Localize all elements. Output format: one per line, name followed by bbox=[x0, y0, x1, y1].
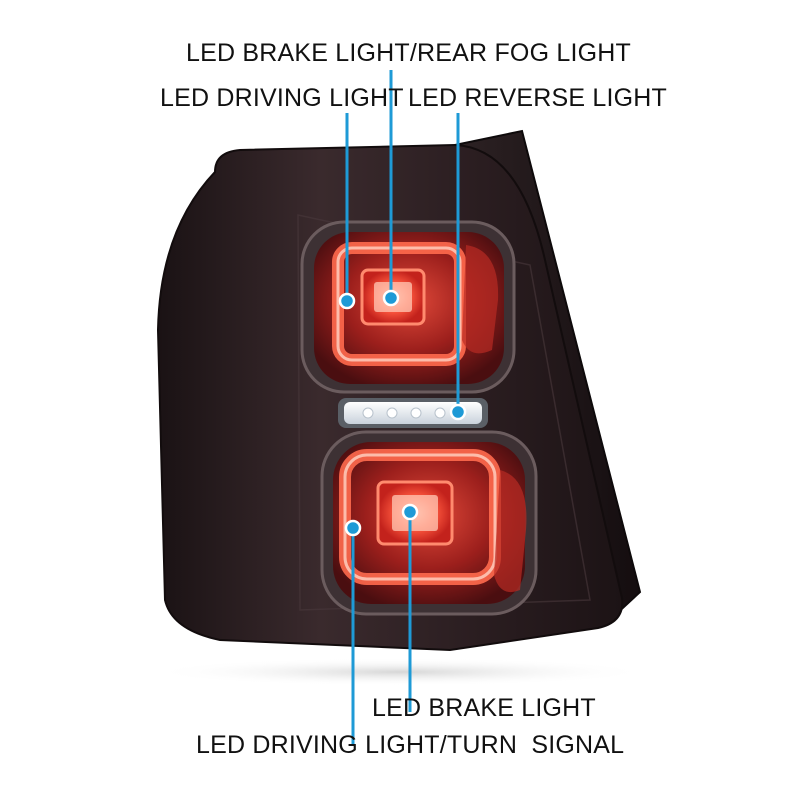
label-led-driving-turn-signal: LED DRIVING LIGHT/TURN SIGNAL bbox=[196, 731, 625, 759]
callout-dot-driving bbox=[338, 292, 356, 310]
label-led-brake-fog-light: LED BRAKE LIGHT/REAR FOG LIGHT bbox=[186, 39, 631, 67]
label-led-brake-light: LED BRAKE LIGHT bbox=[372, 694, 596, 722]
callout-dot-reverse bbox=[449, 403, 467, 421]
label-led-driving-light: LED DRIVING LIGHT bbox=[160, 84, 404, 112]
upper-reflector bbox=[462, 245, 499, 354]
callout-dot-brake-fog bbox=[382, 289, 400, 307]
label-led-reverse-light: LED REVERSE LIGHT bbox=[408, 84, 668, 112]
ground-shadow bbox=[150, 658, 650, 686]
lower-reflector bbox=[494, 470, 527, 593]
callout-dot-driving-turn bbox=[344, 519, 362, 537]
callout-dot-brake bbox=[401, 503, 419, 521]
